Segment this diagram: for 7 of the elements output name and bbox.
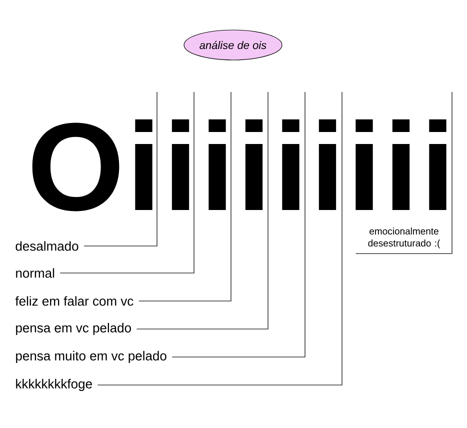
label-text: pensa em vc pelado — [16, 322, 131, 336]
label-text: desalmado — [16, 241, 78, 251]
label-text: normal — [16, 268, 54, 278]
label-text: pensa muito em vc pelado — [16, 350, 166, 364]
label-text: feliz em falar com vc — [15, 296, 134, 306]
note-text: emocionalmente desestruturado :( — [368, 228, 440, 248]
label-text: kkkkkkkkfoge — [16, 378, 92, 392]
